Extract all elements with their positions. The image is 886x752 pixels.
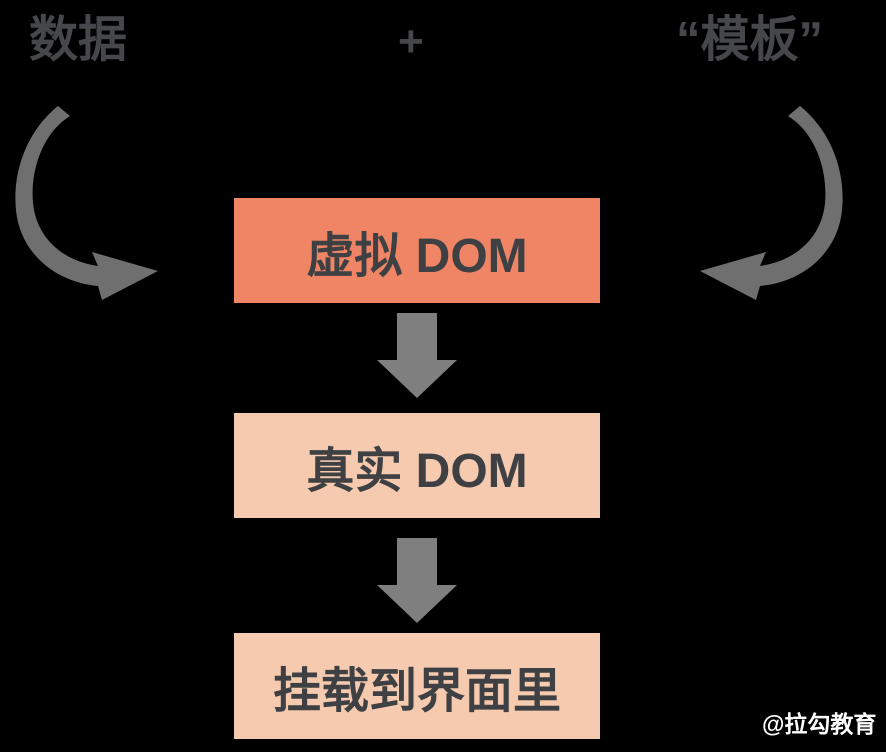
data-label: 数据 bbox=[29, 13, 128, 67]
plus-sign: + bbox=[398, 17, 424, 66]
real-dom-box: 真实 DOM bbox=[234, 413, 600, 518]
mount-box: 挂载到界面里 bbox=[234, 633, 600, 739]
watermark: @拉勾教育 bbox=[762, 711, 877, 737]
down-arrow-icon bbox=[377, 538, 457, 623]
down-arrow-icon bbox=[377, 313, 457, 398]
left-curved-arrow-icon bbox=[15, 106, 158, 300]
right-curved-arrow-icon bbox=[700, 106, 843, 300]
virtual-dom-box: 虚拟 DOM bbox=[234, 198, 600, 303]
template-label: “模板” bbox=[676, 13, 824, 67]
